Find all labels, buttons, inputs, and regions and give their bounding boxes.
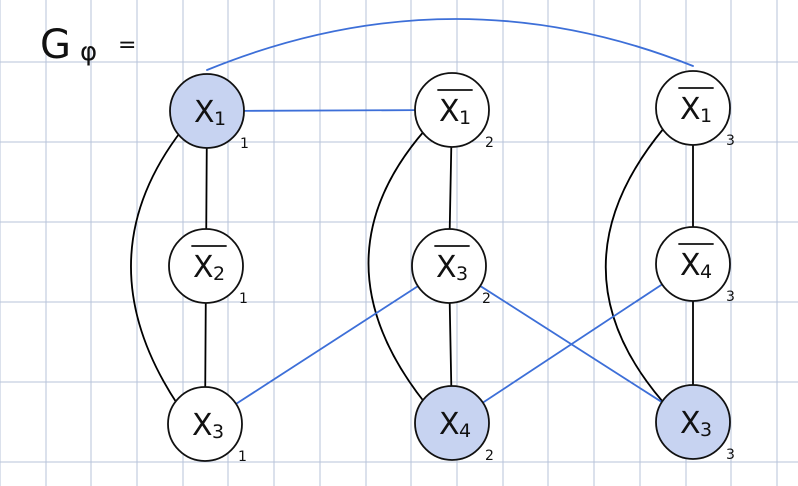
vertex-circle xyxy=(169,73,245,149)
vertex-label: X xyxy=(680,248,701,283)
vertex-label: X xyxy=(436,250,457,285)
vertex-label: X xyxy=(680,406,701,441)
vertex-index: 3 xyxy=(212,421,224,443)
vertex-label: X xyxy=(439,407,460,442)
clause-number: 3 xyxy=(726,133,735,149)
vertex-label: X xyxy=(192,408,213,443)
clause-edge-x1_1-x3_1 xyxy=(130,129,183,406)
clause-number: 2 xyxy=(482,291,491,307)
clause-edge-nx1_2-nx3_2 xyxy=(448,146,453,230)
vertex-circle xyxy=(168,228,244,304)
clause-number: 1 xyxy=(239,291,248,307)
vertex-circle xyxy=(414,72,490,148)
vertex-label: X xyxy=(194,95,215,130)
clause-edge-x1_1-nx2_1 xyxy=(205,147,208,230)
conflict-edges xyxy=(206,18,694,405)
clause-number: 2 xyxy=(485,135,494,151)
vertex-circle xyxy=(655,70,731,146)
title-equals: = xyxy=(118,33,136,58)
clause-edge-nx3_2-x4_2 xyxy=(448,302,453,387)
title-subscript: φ xyxy=(80,37,97,67)
conflict-edge-x1_1-nx1_2 xyxy=(243,109,416,112)
vertex-index: 1 xyxy=(214,108,226,130)
clause-number: 2 xyxy=(485,448,494,464)
vertex-label: X xyxy=(439,94,460,129)
vertex-index: 4 xyxy=(700,261,712,283)
vertex-index: 1 xyxy=(459,107,471,129)
vertex-index: 4 xyxy=(459,420,471,442)
vertex-index: 2 xyxy=(213,263,225,285)
clause-edge-nx2_1-x3_1 xyxy=(204,302,207,388)
clause-edge-nx1_2-x4_2 xyxy=(367,129,426,404)
graph-title: G φ = xyxy=(40,22,136,68)
vertex-circle xyxy=(414,385,490,461)
conflict-edge-x3_1-nx3_2 xyxy=(235,285,419,405)
vertex-index: 3 xyxy=(700,419,712,441)
vertex-circle xyxy=(655,226,731,302)
clause-number: 1 xyxy=(238,449,247,465)
vertex-circle xyxy=(411,228,487,304)
conflict-edge-x1_1-nx1_3 xyxy=(206,18,694,71)
vertex-index: 1 xyxy=(700,105,712,127)
clause-number: 3 xyxy=(726,447,735,463)
vertex-circle xyxy=(655,384,731,460)
clause-number: 3 xyxy=(726,289,735,305)
vertex-index: 3 xyxy=(456,263,468,285)
clause-number: 1 xyxy=(240,136,249,152)
vertex-circle xyxy=(167,386,243,462)
clause-edges xyxy=(130,127,694,406)
conflict-edge-x4_2-nx4_3 xyxy=(481,283,664,404)
vertex-label: X xyxy=(193,250,214,285)
clause-edge-nx1_3-x3_3 xyxy=(604,127,665,403)
title-letter: G xyxy=(40,22,71,68)
vertex-label: X xyxy=(680,92,701,127)
